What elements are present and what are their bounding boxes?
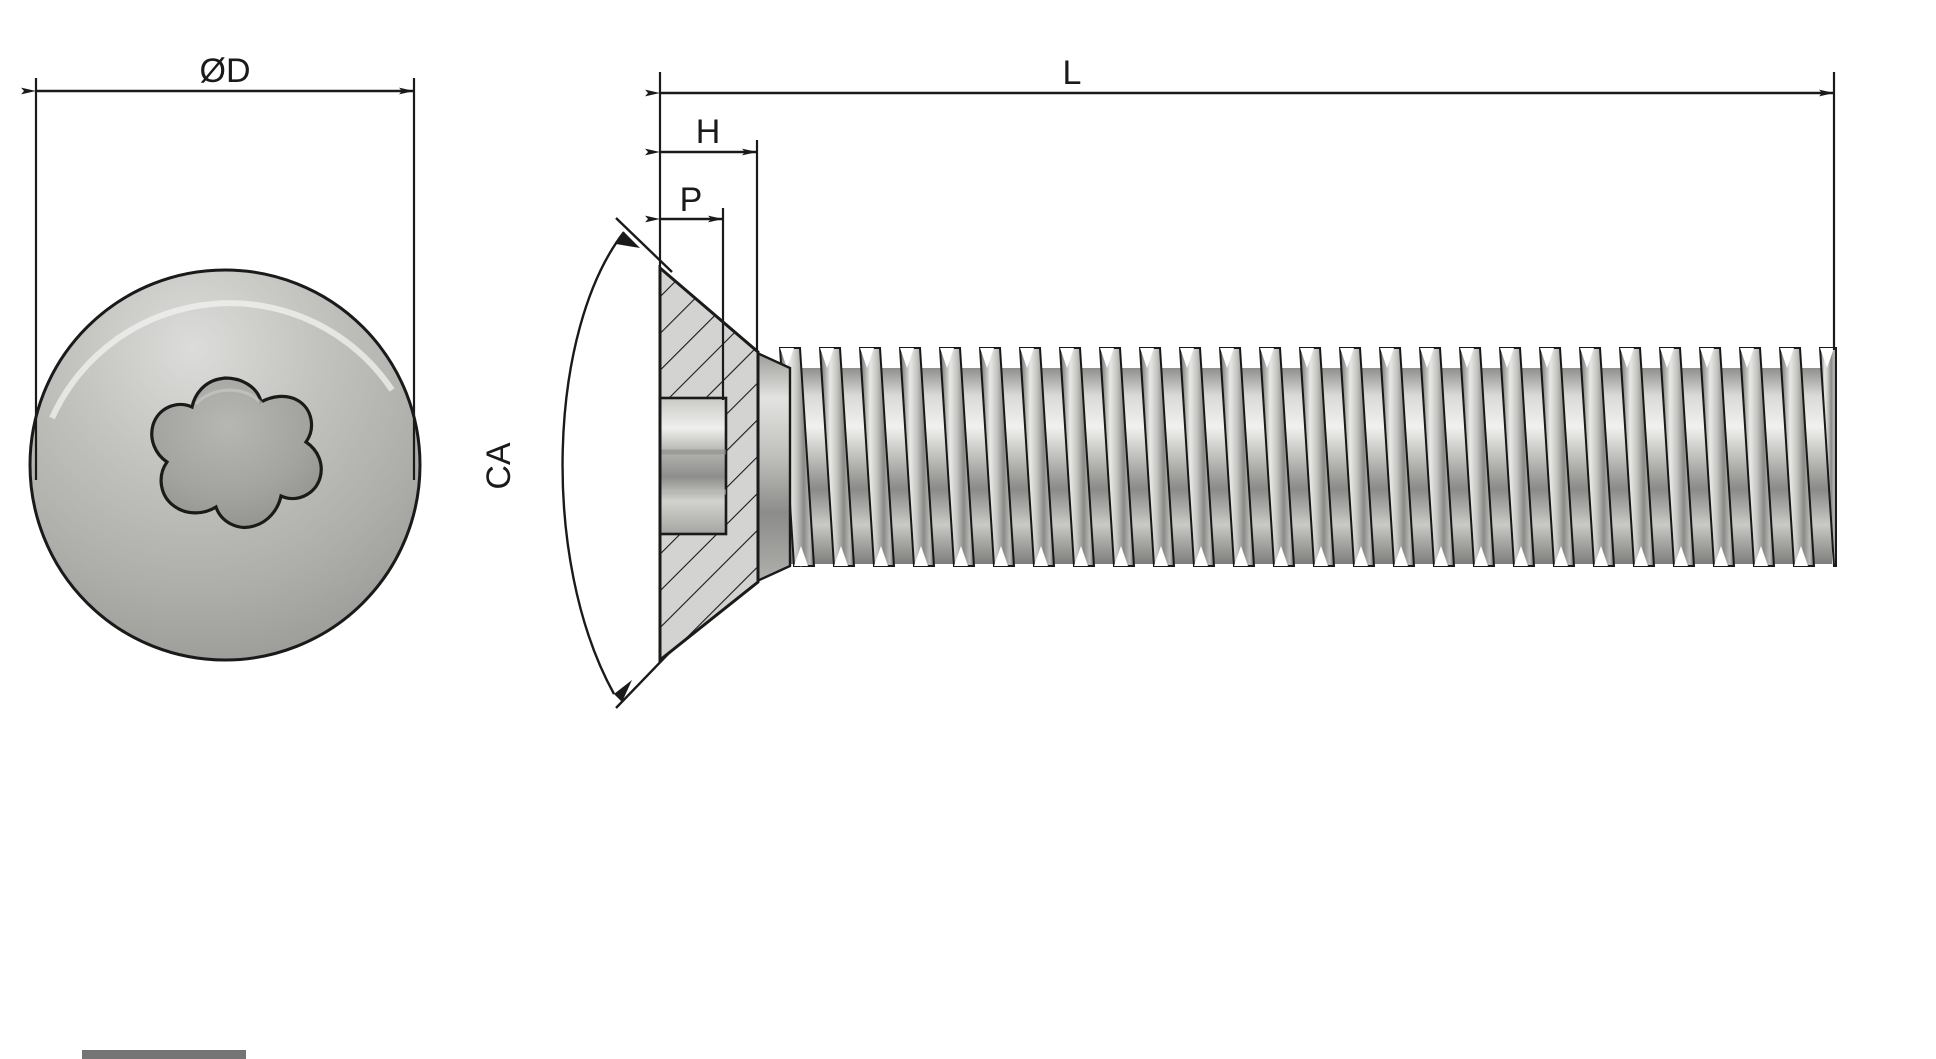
dimension-l: L — [645, 54, 1836, 350]
dimension-ca: CA — [480, 217, 673, 709]
p-dimension-label: P — [680, 181, 703, 219]
side-view-screw — [658, 264, 1837, 664]
top-view-head — [28, 268, 422, 662]
ca-arrow-top — [616, 232, 640, 248]
torx-socket — [150, 376, 323, 529]
dimension-h: H — [645, 113, 759, 352]
dimension-p: P — [645, 181, 725, 400]
od-dimension-label: ØD — [200, 52, 251, 90]
socket-inner-highlight — [194, 388, 264, 406]
ca-arrow-bottom — [614, 680, 632, 702]
ca-leader-bottom — [615, 651, 671, 709]
dimension-od: ØD — [21, 52, 416, 480]
thread-runout-band — [753, 350, 792, 584]
ca-arc — [561, 231, 625, 695]
thread-teeth — [778, 347, 1837, 586]
head-highlight-arc — [49, 300, 395, 420]
h-dimension-label: H — [696, 113, 721, 151]
drive-recess-section — [658, 396, 728, 536]
ca-leader-top — [615, 217, 673, 273]
footer-color-swatch — [82, 1050, 246, 1059]
ca-dimension-label: CA — [480, 442, 518, 490]
l-dimension-label: L — [1063, 54, 1082, 92]
